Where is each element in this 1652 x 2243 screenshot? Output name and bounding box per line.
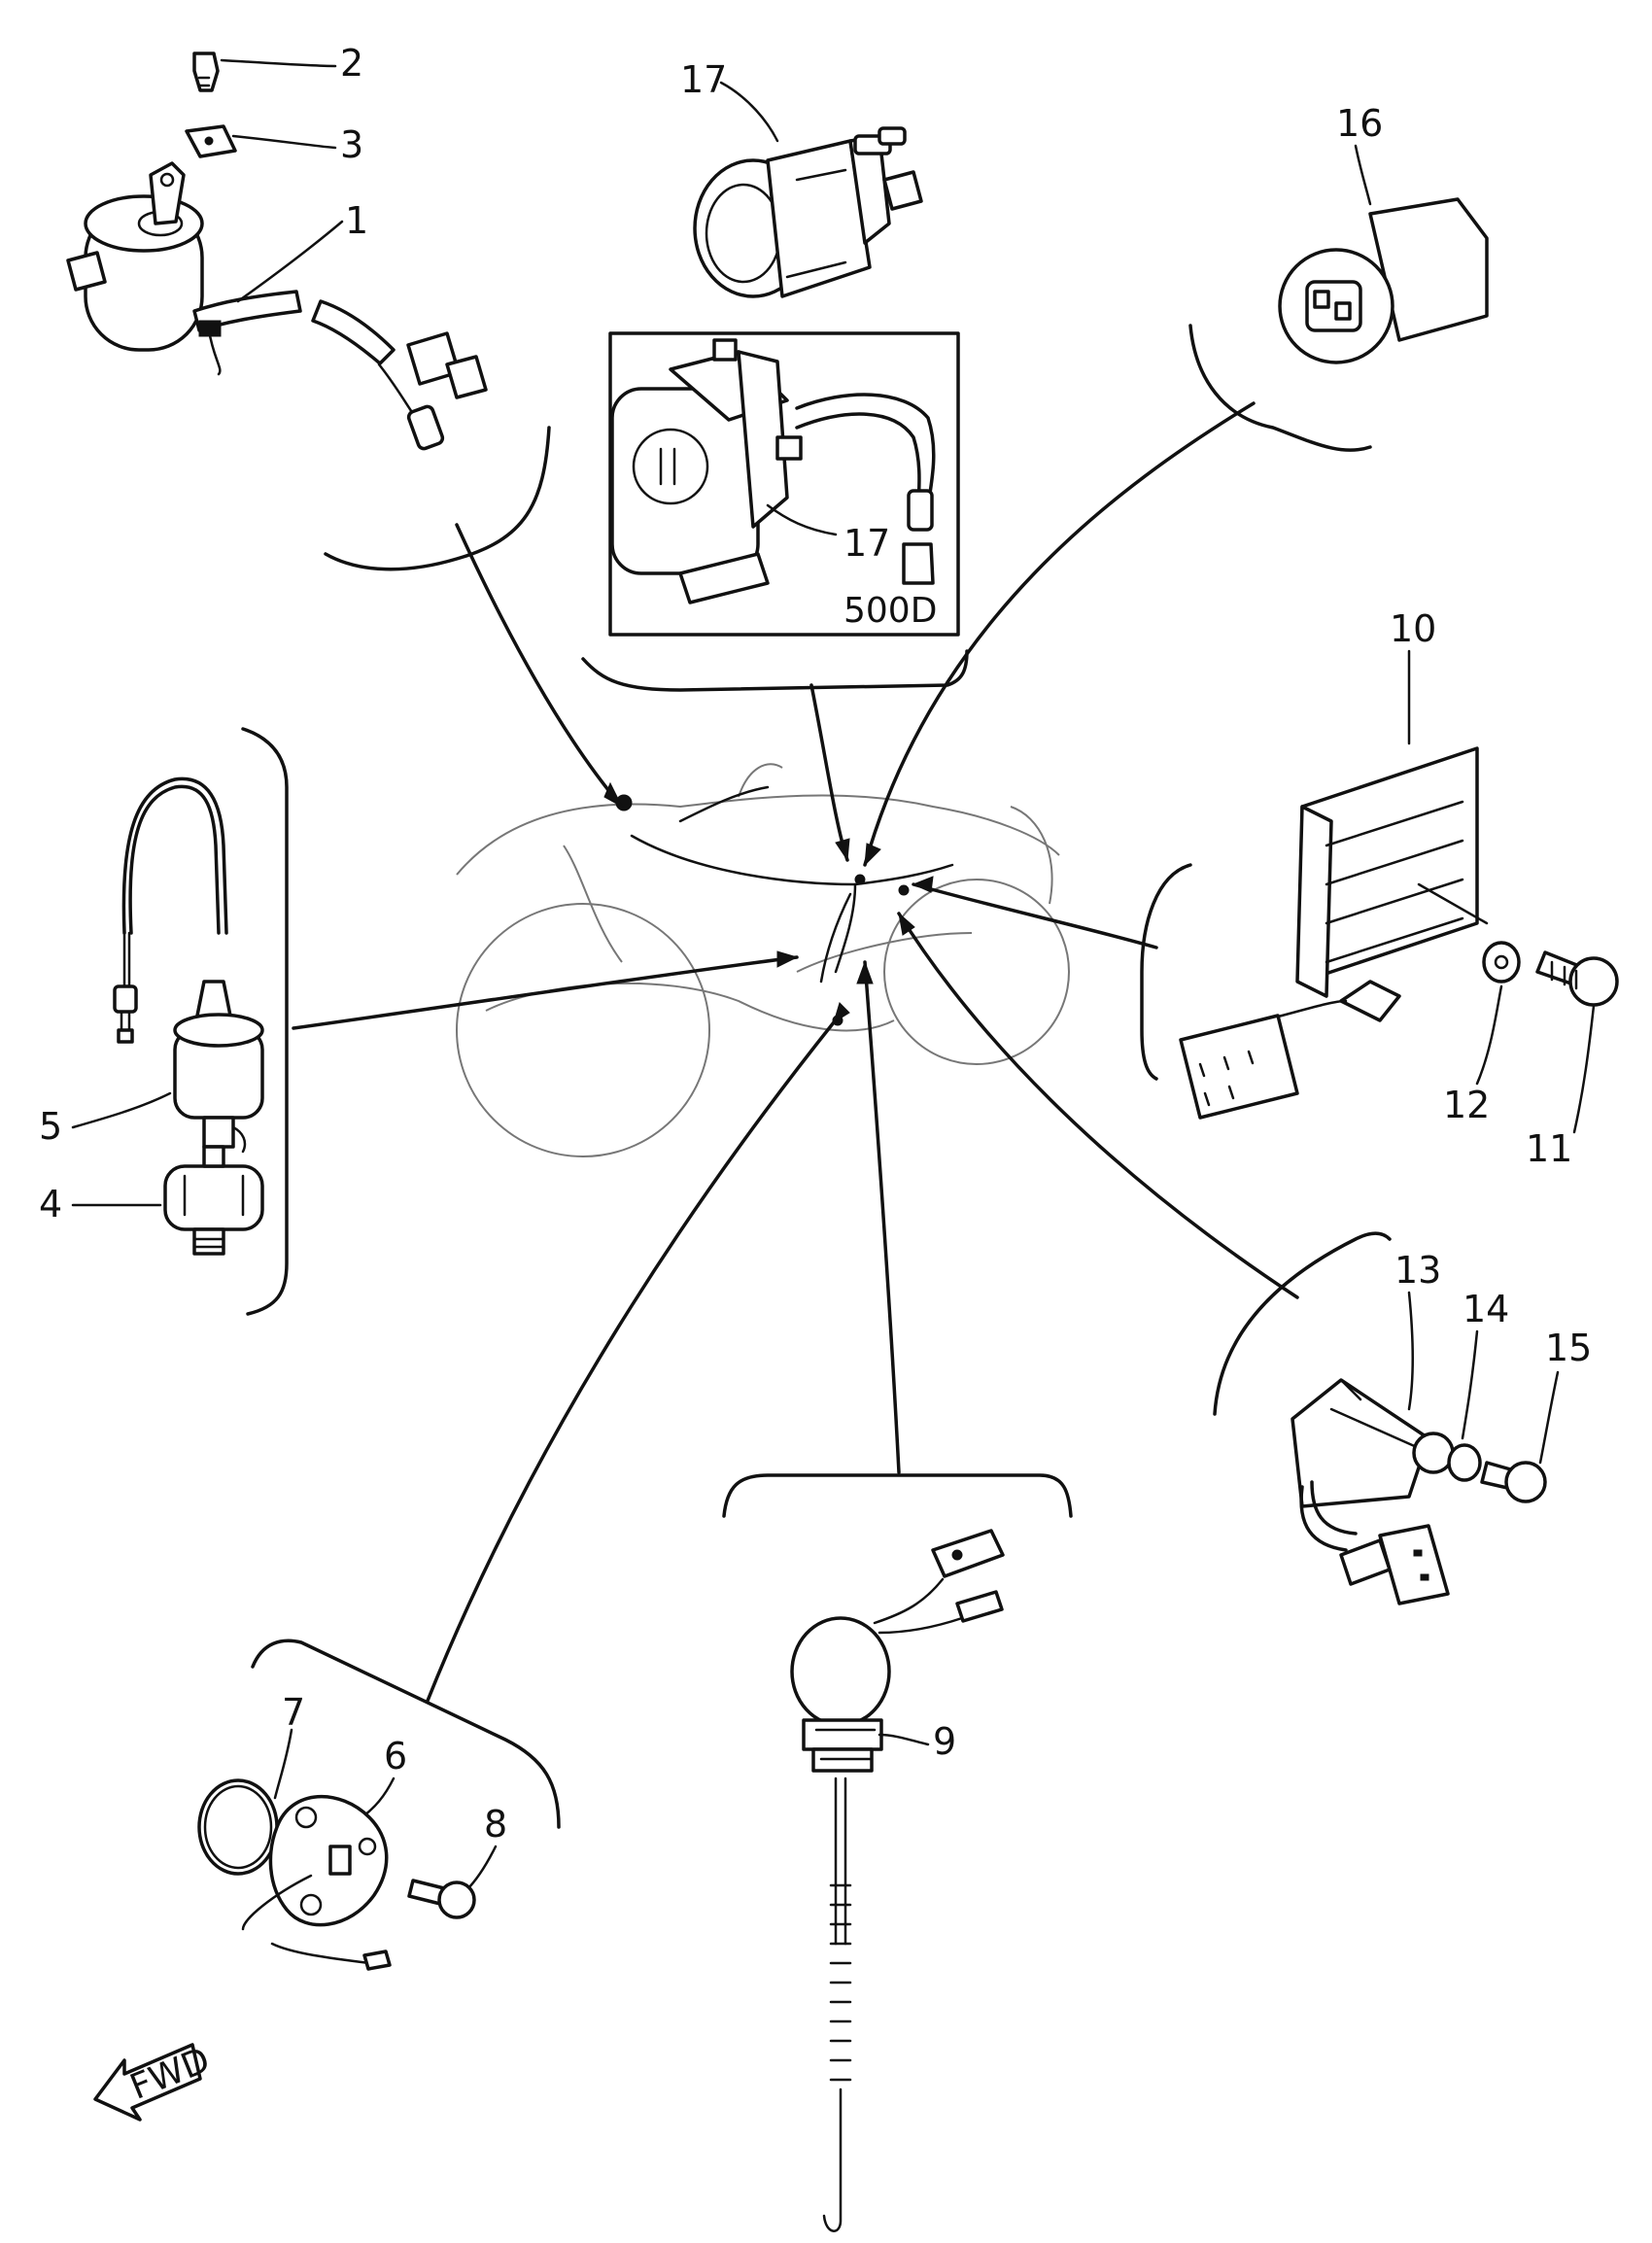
callout-6: 6 (384, 1735, 407, 1777)
fwd-label: FWD (124, 2040, 215, 2107)
callout-7: 7 (282, 1691, 305, 1734)
sensor-13-group: 13 14 15 (1213, 1231, 1592, 1605)
callout-16: 16 (1336, 102, 1383, 145)
callout-11: 11 (1526, 1127, 1572, 1170)
sender-9-group: 9 (722, 1473, 1073, 2232)
callout-3: 3 (340, 123, 363, 166)
callout-2: 2 (340, 42, 363, 85)
neutral-switch-6-group: 7 6 8 (197, 1639, 561, 1971)
callout-17-top: 17 (680, 58, 727, 101)
callout-10: 10 (1390, 607, 1436, 650)
callout-12: 12 (1443, 1084, 1490, 1126)
callout-9: 9 (933, 1720, 956, 1763)
callout-4: 4 (39, 1183, 62, 1225)
main-switch-group: 2 3 1 (66, 42, 551, 571)
oil-switch-4-5-group: 5 4 (39, 727, 289, 1316)
inset-model-label: 500D (843, 591, 937, 631)
callout-17-inset: 17 (843, 522, 890, 565)
callout-5: 5 (39, 1105, 62, 1148)
leader-lines (292, 401, 1299, 1703)
callout-14: 14 (1463, 1288, 1509, 1330)
inset-500d: 17 500D (581, 331, 969, 692)
regulator-10-group: 10 12 11 (1140, 607, 1619, 1170)
callout-13: 13 (1394, 1249, 1441, 1292)
flasher-16-group: 16 (1188, 102, 1489, 452)
callout-1: 1 (345, 199, 368, 242)
callout-8: 8 (484, 1803, 507, 1846)
fwd-arrow-icon: FWD (93, 2040, 216, 2122)
relay-17-group: 17 (680, 58, 923, 298)
callout-15: 15 (1545, 1327, 1592, 1369)
